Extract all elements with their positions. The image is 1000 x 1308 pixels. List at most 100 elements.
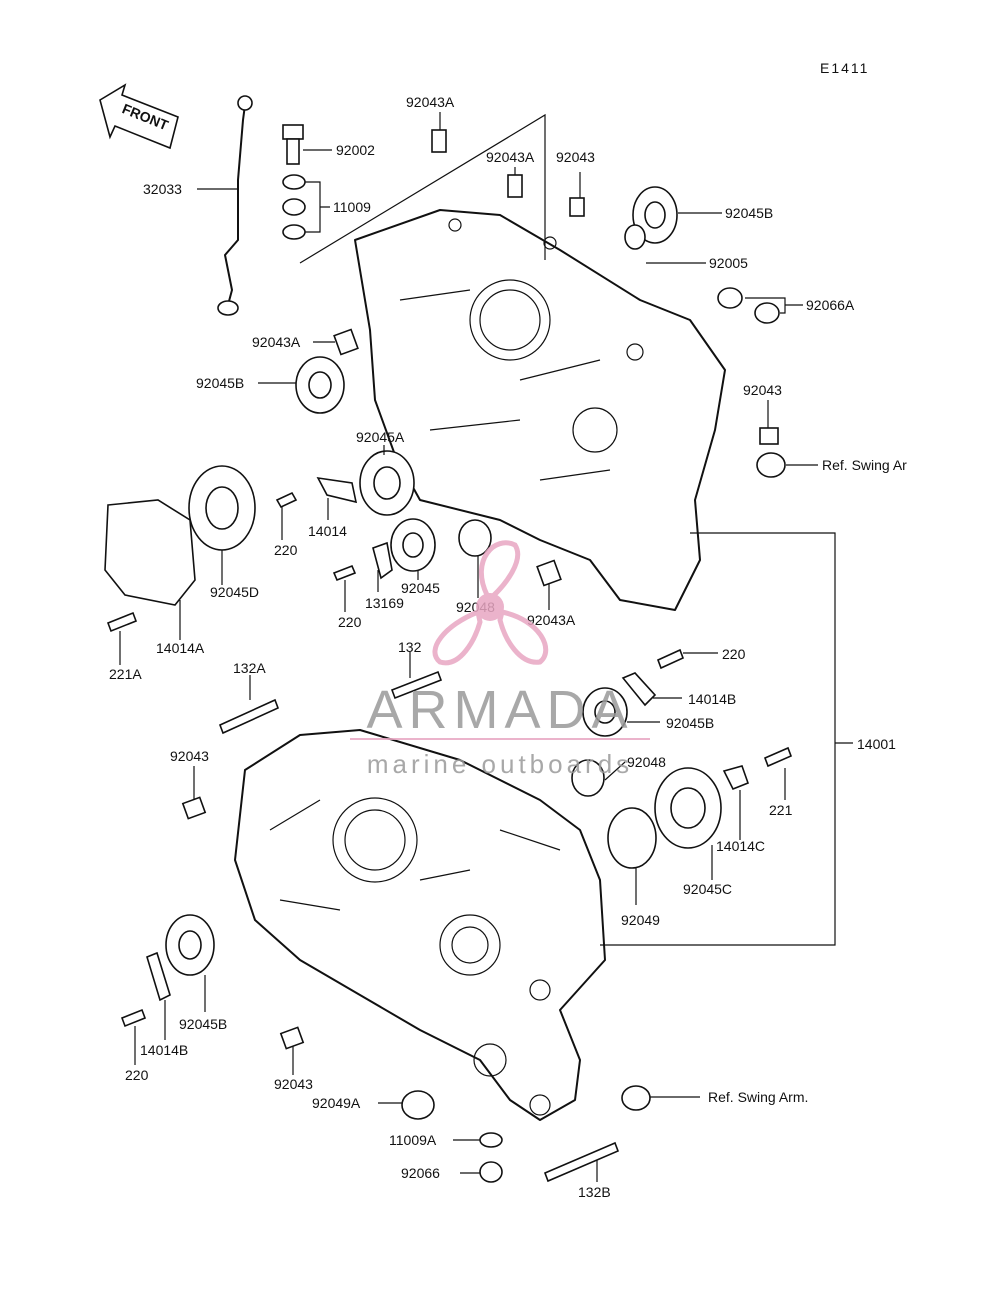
bolt-132 bbox=[390, 670, 443, 700]
label-92066A: 92066A bbox=[806, 297, 855, 313]
label-14014A: 14014A bbox=[156, 640, 205, 656]
leader-lines bbox=[119, 112, 853, 1182]
label-92049: 92049 bbox=[621, 912, 660, 928]
collar-92005 bbox=[624, 224, 646, 250]
label-220-a: 220 bbox=[274, 542, 298, 558]
dowel-92043-bottom bbox=[279, 1026, 305, 1050]
label-14014B-left: 14014B bbox=[140, 1042, 188, 1058]
bearing-92045B-left bbox=[295, 356, 345, 414]
ref-swing-arm-bottom: Ref. Swing Arm. bbox=[708, 1089, 808, 1105]
ref-swing-arm-top: Ref. Swing Ar bbox=[822, 457, 907, 473]
screw-221 bbox=[763, 746, 793, 768]
label-92049A: 92049A bbox=[312, 1095, 361, 1111]
washer-11009-a bbox=[282, 174, 306, 190]
lower-crankcase-outline bbox=[234, 729, 606, 1121]
label-92045D: 92045D bbox=[210, 584, 259, 600]
label-14014: 14014 bbox=[308, 523, 347, 539]
label-11009: 11009 bbox=[333, 199, 371, 215]
label-92045B-bottom: 92045B bbox=[179, 1016, 227, 1032]
bearing-92045D bbox=[188, 465, 256, 551]
screw-220-d bbox=[120, 1008, 147, 1028]
label-92045B-mid: 92045B bbox=[666, 715, 714, 731]
label-221: 221 bbox=[769, 802, 793, 818]
label-92043-left: 92043 bbox=[170, 748, 209, 764]
oil-pipe-32033 bbox=[217, 95, 253, 316]
label-132B: 132B bbox=[578, 1184, 611, 1200]
seal-92048-top bbox=[458, 519, 492, 557]
label-220-c: 220 bbox=[722, 646, 746, 662]
bearing-92045C bbox=[654, 767, 722, 849]
plate-14014C bbox=[722, 765, 750, 791]
label-92005: 92005 bbox=[709, 255, 748, 271]
bolt-132A bbox=[218, 698, 280, 735]
washer-11009-c bbox=[282, 224, 306, 240]
bearing-92045 bbox=[390, 518, 436, 572]
bolt-92002 bbox=[282, 124, 304, 165]
label-92043A-left: 92043A bbox=[252, 334, 301, 350]
dowel-92043-top bbox=[569, 197, 585, 217]
screw-220-a bbox=[275, 491, 298, 509]
washer-11009A bbox=[479, 1132, 503, 1148]
plug-92066 bbox=[479, 1161, 503, 1183]
label-92045C: 92045C bbox=[683, 881, 732, 897]
screw-220-b bbox=[332, 564, 357, 582]
seal-92048-mid bbox=[571, 759, 605, 797]
label-92066: 92066 bbox=[401, 1165, 440, 1181]
dowel-92043A-top bbox=[431, 129, 447, 153]
seal-92049A bbox=[401, 1090, 435, 1120]
label-32033: 32033 bbox=[143, 181, 182, 197]
plate-14014 bbox=[316, 476, 358, 504]
watermark-tagline: marine outboards bbox=[367, 749, 633, 779]
label-92048-mid: 92048 bbox=[627, 754, 666, 770]
label-13169: 13169 bbox=[365, 595, 404, 611]
label-132A: 132A bbox=[233, 660, 266, 676]
watermark-brand: ARMADA bbox=[366, 680, 633, 740]
label-14001: 14001 bbox=[857, 736, 896, 752]
front-arrow-icon: FRONT bbox=[99, 83, 179, 150]
propeller-logo-icon bbox=[432, 540, 549, 666]
label-221A: 221A bbox=[109, 666, 142, 682]
plate-14014B-left bbox=[146, 951, 171, 1002]
collar-ref-swing-bottom bbox=[621, 1085, 651, 1111]
cover-14014A bbox=[104, 499, 196, 606]
label-92043A-mid: 92043A bbox=[486, 149, 535, 165]
screw-221A bbox=[106, 611, 138, 633]
dowel-92043-right bbox=[759, 427, 779, 445]
washer-11009-b bbox=[282, 198, 306, 216]
label-132: 132 bbox=[398, 639, 422, 655]
label-11009A: 11009A bbox=[389, 1132, 437, 1148]
seal-92066A-b bbox=[754, 302, 780, 324]
label-92043A-bottom: 92043A bbox=[527, 612, 576, 628]
label-92002: 92002 bbox=[336, 142, 375, 158]
label-220-d: 220 bbox=[125, 1067, 149, 1083]
label-92045B-left: 92045B bbox=[196, 375, 244, 391]
label-14014C: 14014C bbox=[716, 838, 765, 854]
label-92043-right: 92043 bbox=[743, 382, 782, 398]
label-92045A: 92045A bbox=[356, 429, 405, 445]
label-92045B-top: 92045B bbox=[725, 205, 773, 221]
seal-92049 bbox=[607, 807, 657, 869]
bolt-132B bbox=[543, 1141, 620, 1183]
plate-14014B-right bbox=[621, 672, 657, 707]
label-92043A-top: 92043A bbox=[406, 94, 455, 110]
bearing-92045B-bottom bbox=[165, 914, 215, 976]
seal-92066A-a bbox=[717, 287, 743, 309]
bearing-92045B-mid bbox=[582, 687, 628, 737]
collar-ref-swing-top bbox=[756, 452, 786, 478]
bearing-92045B-top bbox=[632, 186, 678, 244]
dowel-92043A-left bbox=[333, 328, 359, 356]
screw-220-c bbox=[656, 648, 685, 670]
armada-watermark: ARMADA marine outboards bbox=[350, 540, 650, 779]
label-92043-bottom: 92043 bbox=[274, 1076, 313, 1092]
label-92043-top: 92043 bbox=[556, 149, 595, 165]
plate-13169 bbox=[372, 541, 393, 580]
dowel-92043A-bottom bbox=[536, 559, 562, 587]
bearing-92045A bbox=[359, 450, 415, 516]
dowel-92043A-mid bbox=[507, 174, 523, 198]
dowel-92043-left bbox=[181, 796, 207, 820]
label-92045: 92045 bbox=[401, 580, 440, 596]
label-220-b: 220 bbox=[338, 614, 362, 630]
diagram-id: E1411 bbox=[820, 60, 869, 76]
label-14014B-right: 14014B bbox=[688, 691, 736, 707]
